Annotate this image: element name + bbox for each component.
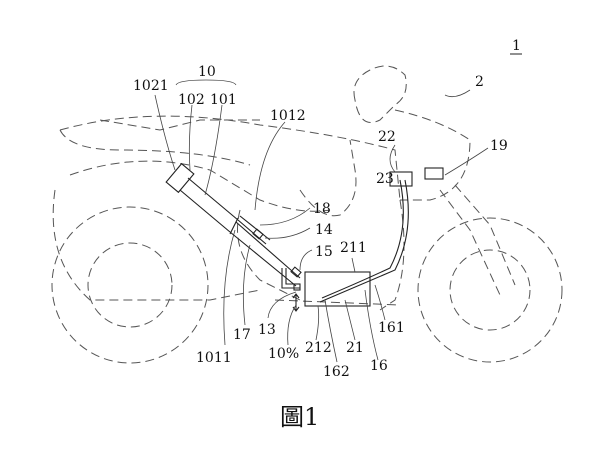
label-19: 19 (490, 138, 508, 154)
label-101: 101 (210, 92, 237, 108)
label-10: 10 (198, 64, 216, 80)
label-10-percent: 10% (268, 346, 299, 362)
fuel-tank-21 (305, 272, 370, 306)
label-16: 16 (370, 358, 388, 374)
label-1: 1 (512, 38, 521, 54)
label-22: 22 (378, 129, 396, 145)
label-13: 13 (258, 322, 276, 338)
label-18: 18 (313, 201, 331, 217)
label-162: 162 (323, 364, 350, 380)
label-2: 2 (475, 74, 484, 90)
label-102: 102 (178, 92, 205, 108)
label-161: 161 (378, 320, 405, 336)
motorcycle-outline (52, 66, 562, 363)
label-1021: 1021 (133, 78, 169, 94)
label-14: 14 (315, 222, 333, 238)
leader-lines (155, 80, 488, 362)
label-23: 23 (376, 171, 394, 187)
label-1012: 1012 (270, 108, 306, 124)
piston-rod (230, 222, 300, 286)
label-211: 211 (340, 240, 367, 256)
cylinder-body (180, 178, 238, 232)
label-1011: 1011 (196, 350, 232, 366)
label-15: 15 (315, 244, 333, 260)
label-212: 212 (305, 340, 332, 356)
component-19 (425, 168, 443, 179)
figure-caption: 圖1 (280, 403, 319, 431)
label-21: 21 (346, 340, 364, 356)
label-17: 17 (233, 327, 251, 343)
